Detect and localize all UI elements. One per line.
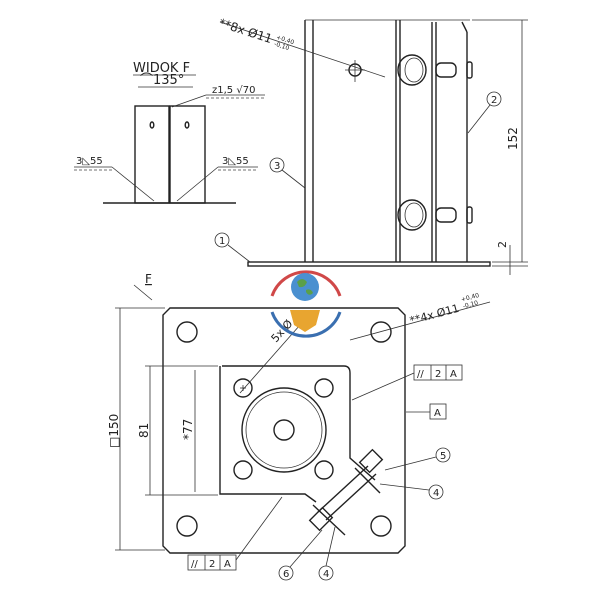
svg-text:A: A: [434, 408, 441, 419]
plan-view: F 5x Ø **4x Ø11 +0,40: [107, 272, 491, 571]
balloon-5: 5: [384, 447, 451, 471]
weld-symbol-right: 3◺55: [222, 156, 249, 167]
plan-holes-tol-lower: -0,10: [462, 299, 479, 310]
balloon-1: 1: [214, 232, 251, 263]
dim-81: 81: [137, 423, 151, 438]
view-marker-f: F: [145, 272, 152, 286]
dim-77: *77: [181, 419, 195, 440]
balloons: 1 2 3 4 4 5 6: [214, 91, 502, 581]
bolt-upper: [397, 54, 473, 86]
plan-holes-note: **4x Ø11: [408, 302, 460, 328]
svg-text://: //: [417, 369, 424, 380]
tolerance-frame-2: // 2 A: [187, 496, 283, 571]
svg-text:4: 4: [433, 488, 439, 499]
datum-a: A: [406, 403, 447, 420]
center-tube: [241, 387, 327, 473]
view-f: WIDOK F ⌒135° z1,5 √70 3◺55 3◺55: [74, 61, 265, 204]
bolt-lower: [397, 199, 473, 231]
bracket-outline: [219, 365, 376, 503]
balloon-2: 2: [467, 91, 502, 134]
svg-text:2: 2: [209, 559, 215, 570]
inner-holes-note: 5x Ø: [269, 317, 296, 345]
dim-square-150: □150: [107, 414, 121, 448]
plan-holes-tol-upper: +0,40: [460, 292, 480, 304]
side-holes-tol-lower: -0,10: [273, 41, 290, 53]
side-holes-note: **8x Ø11: [217, 16, 274, 46]
view-f-plate-right: [169, 105, 206, 204]
balloon-6: 6: [278, 529, 323, 581]
view-f-title: WIDOK F: [133, 61, 190, 76]
corner-holes: [176, 321, 392, 537]
svg-text:A: A: [224, 559, 231, 570]
svg-text:1: 1: [219, 236, 225, 247]
side-view: **8x Ø11 +0,40 -0,10 152 2: [217, 16, 528, 275]
base-plate: [247, 261, 491, 267]
svg-text://: //: [191, 559, 198, 570]
svg-text:6: 6: [283, 569, 289, 580]
view-f-rotation: ⌒135°: [140, 73, 184, 88]
handshake-icon: [290, 310, 320, 332]
dim-plate-thickness: 2: [496, 241, 509, 248]
dim-height: 152: [506, 127, 520, 150]
svg-text:5: 5: [440, 451, 446, 462]
svg-text:A: A: [450, 369, 457, 380]
view-f-plate-left: [134, 105, 170, 204]
svg-text:3: 3: [274, 161, 280, 172]
svg-text:2: 2: [435, 369, 441, 380]
bracket-holes: [233, 378, 334, 480]
svg-text:2: 2: [491, 95, 497, 106]
weld-symbol-left: 3◺55: [76, 156, 103, 167]
tolerance-frame-1: // 2 A: [351, 364, 463, 401]
balloon-4b: 4: [318, 526, 336, 581]
base-plate-outline: [162, 307, 406, 554]
globe-icon: [291, 273, 319, 301]
balloon-3: 3: [269, 157, 306, 189]
svg-text:4: 4: [323, 569, 329, 580]
diagonal-bolt: [308, 448, 384, 536]
balloon-4a: 4: [379, 483, 444, 500]
globe-handshake-logo: [270, 270, 342, 338]
weld-symbol-top: z1,5 √70: [212, 85, 255, 96]
